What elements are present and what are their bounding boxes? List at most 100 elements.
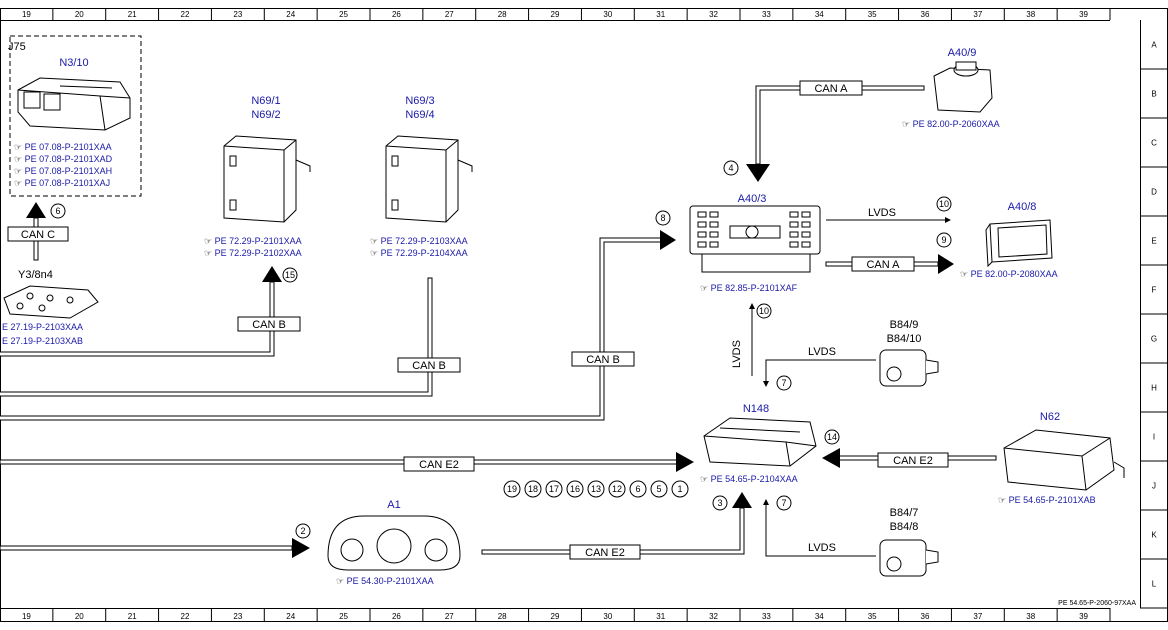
callout-circle: [671, 480, 689, 498]
n148-ref[interactable]: ☞ PE 54.65-P-2104XAA: [700, 474, 798, 484]
callout-circle: [566, 480, 584, 498]
column-label: 27: [445, 10, 454, 19]
column-ticks: 1919202021212222232324242525262627272828…: [22, 8, 1111, 622]
callout-number: 5: [656, 484, 661, 494]
column-label: 39: [1079, 612, 1088, 621]
a40-3-label: A40/3: [738, 193, 767, 205]
column-label: 29: [551, 10, 560, 19]
column-label: 30: [603, 10, 612, 19]
column-label: 32: [709, 10, 718, 19]
a40-8-label: A40/8: [1008, 201, 1037, 213]
lvds-4-label: LVDS: [808, 542, 836, 554]
callout-circle: [629, 480, 647, 498]
n69-3-ref-1[interactable]: ☞ PE 72.29-P-2103XAA: [370, 236, 468, 246]
lvds-2-label: LVDS: [731, 340, 743, 368]
callout-circle: [650, 480, 668, 498]
column-label: 38: [1026, 612, 1035, 621]
b84-10-label: B84/10: [887, 333, 922, 345]
column-label: 20: [75, 10, 84, 19]
can-c-box: [7, 226, 69, 242]
can-a-2-label: CAN A: [866, 259, 900, 271]
can-a-1-label: CAN A: [814, 83, 848, 95]
row-label: F: [1152, 286, 1157, 295]
a40-8-display-icon: [985, 219, 1053, 268]
callout-number: 13: [591, 484, 601, 494]
can-c-label: CAN C: [21, 229, 55, 241]
y3-8n4-ref-2[interactable]: E 27.19-P-2103XAB: [2, 336, 83, 346]
column-label: 26: [392, 10, 401, 19]
can-b-1-arrowhead: [262, 266, 282, 282]
column-label: 34: [815, 10, 824, 19]
n69-2-label: N69/2: [251, 109, 280, 121]
a1-ref[interactable]: ☞ PE 54.30-P-2101XAA: [336, 576, 434, 586]
can-b-1-label: CAN B: [252, 319, 286, 331]
n3-10-ecu-icon: [17, 77, 131, 131]
n3-10-ref-1[interactable]: ☞ PE 07.08-P-2101XAA: [14, 142, 112, 152]
column-label: 34: [815, 612, 824, 621]
column-label: 37: [973, 10, 982, 19]
column-label: 33: [762, 10, 771, 19]
column-label: 21: [128, 612, 137, 621]
column-label: 29: [551, 612, 560, 621]
can-b-2-label: CAN B: [412, 360, 446, 372]
row-label: J: [1152, 482, 1156, 491]
n69-1-ref-1[interactable]: ☞ PE 72.29-P-2101XAA: [204, 236, 302, 246]
can-b-2-line: [0, 277, 433, 397]
frame-border: [0, 8, 1168, 622]
column-label: 22: [181, 10, 190, 19]
column-label: 31: [656, 10, 665, 19]
row-label: C: [1151, 139, 1157, 148]
column-label: 23: [233, 612, 242, 621]
n69-3-ref-2[interactable]: ☞ PE 72.29-P-2104XAA: [370, 248, 468, 258]
column-label: 23: [233, 10, 242, 19]
callout-circle: [545, 480, 563, 498]
column-label: 37: [973, 612, 982, 621]
callout-3: 3: [717, 498, 722, 508]
y3-8n4-label: Y3/8n4: [18, 269, 53, 281]
row-label: G: [1151, 335, 1157, 344]
column-label: 24: [286, 10, 295, 19]
n3-10-ref-2[interactable]: ☞ PE 07.08-P-2101XAD: [14, 154, 113, 164]
column-label: 38: [1026, 10, 1035, 19]
column-label: 24: [286, 612, 295, 621]
callout-number: 18: [528, 484, 538, 494]
can-e2-3-label: CAN E2: [585, 547, 625, 559]
n3-10-dashed-box: [9, 35, 142, 197]
drawing-id: PE 54.65-P-2060-97XAA: [1058, 600, 1136, 607]
can-c-arrowhead: [26, 202, 46, 218]
callout-circle: [587, 480, 605, 498]
callout-circle: [503, 480, 521, 498]
can-e2-1-label: CAN E2: [419, 459, 459, 471]
lvds-3-label: LVDS: [808, 346, 836, 358]
b84-9-label: B84/9: [890, 319, 919, 331]
n3-10-ref-3[interactable]: ☞ PE 07.08-P-2101XAH: [14, 166, 112, 176]
y3-8n4-ref-1[interactable]: E 27.19-P-2103XAA: [2, 322, 83, 332]
column-label: 33: [762, 612, 771, 621]
callout-4: 4: [728, 163, 733, 173]
column-label: 32: [709, 612, 718, 621]
n69-1-ref-2[interactable]: ☞ PE 72.29-P-2102XAA: [204, 248, 302, 258]
b84-8-label: B84/8: [890, 521, 919, 533]
n69-3-door-module-icon: [385, 135, 473, 223]
a40-9-ref[interactable]: ☞ PE 82.00-P-2060XAA: [902, 119, 1000, 129]
lvds-3-line: [763, 359, 876, 387]
a1-label: A1: [387, 499, 400, 511]
column-label: 19: [22, 10, 31, 19]
n69-1-label: N69/1: [251, 95, 280, 107]
row-label: L: [1152, 580, 1157, 589]
n3-10-ref-4[interactable]: ☞ PE 07.08-P-2101XAJ: [14, 178, 110, 188]
b84-7-label: B84/7: [890, 507, 919, 519]
column-label: 27: [445, 612, 454, 621]
y3-8n4-valve-icon: [3, 285, 99, 319]
callout-circle: [524, 480, 542, 498]
n62-ref[interactable]: ☞ PE 54.65-P-2101XAB: [998, 495, 1096, 505]
callout-15: 15: [285, 270, 295, 280]
column-label: 26: [392, 612, 401, 621]
a40-8-ref[interactable]: ☞ PE 82.00-P-2080XAA: [960, 269, 1058, 279]
lvds-4-line: [763, 499, 876, 557]
n69-4-label: N69/4: [405, 109, 434, 121]
callout-number: 12: [612, 484, 622, 494]
a40-3-ref[interactable]: ☞ PE 82.85-P-2101XAF: [700, 283, 798, 293]
row-label: B: [1151, 90, 1156, 99]
